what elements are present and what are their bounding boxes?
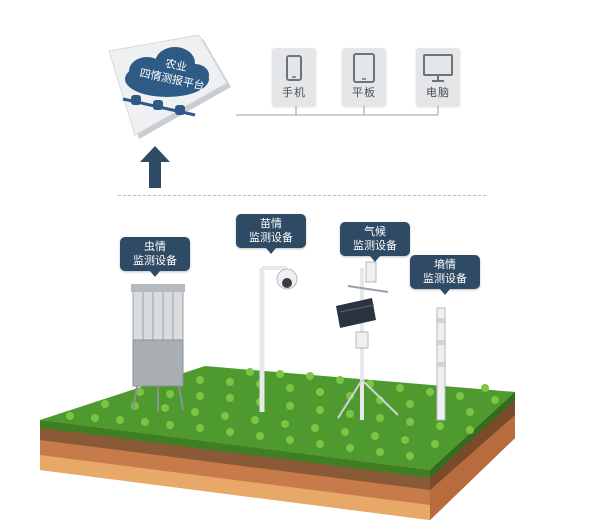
callout-soil-monitor: 墒情 监测设备 (410, 255, 480, 295)
callout-weather-line1: 气候 (364, 225, 386, 238)
phone-icon (286, 55, 302, 81)
soil-monitor-device (436, 307, 446, 421)
monitor-icon (423, 54, 453, 82)
callout-seedling-monitor: 苗情 监测设备 (236, 214, 306, 254)
seedling-monitor-device (259, 266, 298, 412)
device-phone-label: 手机 (282, 86, 306, 99)
divider-line (118, 195, 486, 196)
callout-pest-monitor: 虫情 监测设备 (120, 237, 190, 277)
device-computer-label: 电脑 (426, 86, 450, 99)
pest-monitor-device (131, 284, 185, 412)
cloud-icon (125, 47, 209, 97)
crop-seedlings (66, 368, 499, 460)
callout-pest-line2: 监测设备 (133, 254, 177, 267)
callout-weather-line2: 监测设备 (353, 239, 397, 252)
agri-platform-block: 农业 四情测报平台 (95, 34, 235, 145)
device-tablet-label: 平板 (352, 86, 376, 99)
callout-seedling-line2: 监测设备 (249, 231, 293, 244)
platform-icon (108, 34, 231, 139)
device-computer: 电脑 (416, 48, 460, 106)
weather-monitor-device (336, 261, 399, 420)
callout-pest-line1: 虫情 (144, 240, 166, 253)
callout-soil-line1: 墒情 (434, 258, 456, 271)
tablet-icon (353, 53, 375, 83)
callout-weather-monitor: 气候 监测设备 (340, 222, 410, 262)
device-phone: 手机 (272, 48, 316, 106)
device-tablet: 平板 (342, 48, 386, 106)
callout-soil-line2: 监测设备 (423, 272, 467, 285)
callout-seedling-line1: 苗情 (260, 217, 282, 230)
upload-arrow-icon (140, 146, 170, 188)
